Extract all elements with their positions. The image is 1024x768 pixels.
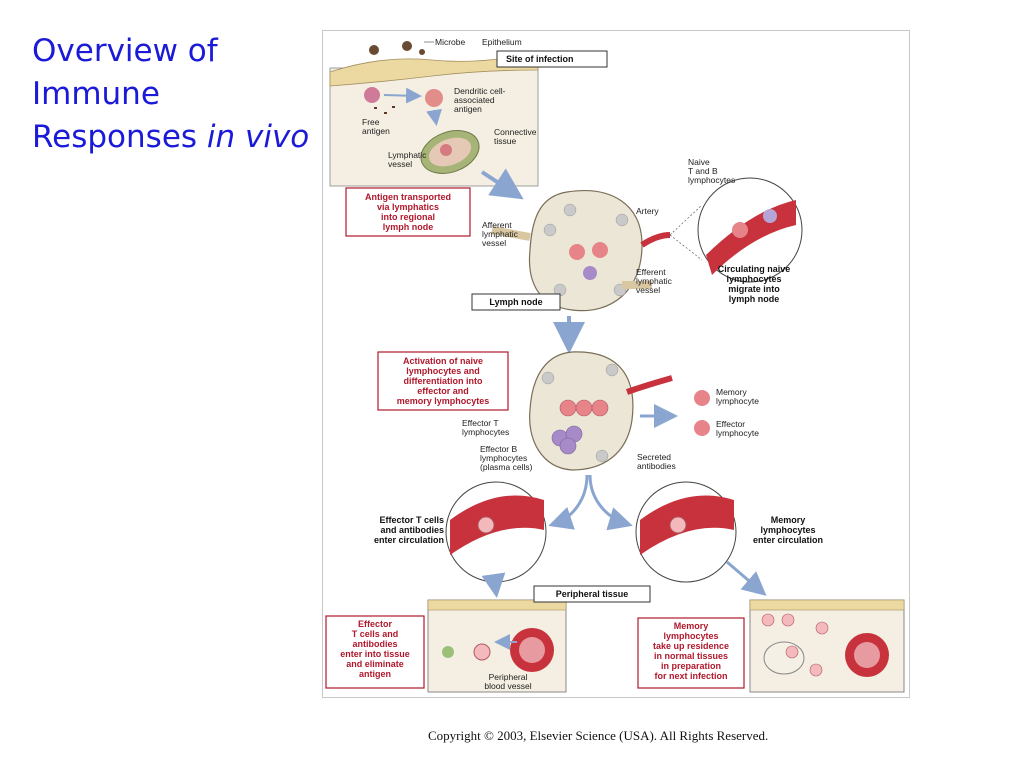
label-peripheral-tissue: Peripheral tissue bbox=[556, 589, 629, 599]
migrating-cell-icon bbox=[440, 144, 452, 156]
figure-svg: Microbe Epithelium Site of infection Fre… bbox=[322, 30, 910, 698]
title-line-3-italic: in vivo bbox=[206, 119, 310, 155]
memory-circulation-vessel bbox=[640, 495, 734, 555]
lymph-node-shape bbox=[528, 190, 643, 312]
node-follicles bbox=[543, 203, 629, 297]
circulating-effector-cell-icon bbox=[477, 516, 495, 534]
plasma-cell-cluster bbox=[551, 425, 583, 455]
slide-title: Overview of Immune Responses in vivo bbox=[32, 30, 322, 159]
peripheral-tissue-box bbox=[533, 585, 651, 603]
title-line-2: Immune bbox=[32, 76, 160, 112]
microbe-icons bbox=[369, 41, 425, 55]
title-line-3-prefix: Responses bbox=[32, 119, 207, 155]
inset-b-cell-icon bbox=[763, 209, 777, 223]
activated-artery bbox=[626, 375, 673, 395]
artery-stub bbox=[640, 232, 671, 248]
memory-tissue-epithelium bbox=[749, 599, 905, 611]
tissue-effector-cell-icon bbox=[473, 643, 491, 661]
epithelium-layer bbox=[329, 51, 539, 87]
effector-t-cluster bbox=[559, 399, 609, 417]
t-cell-icon-2 bbox=[592, 242, 608, 258]
dendritic-cell-icon bbox=[364, 87, 380, 103]
site-of-infection-panel: Microbe Epithelium Site of infection Fre… bbox=[329, 37, 608, 187]
arrow-memory-to-tissue bbox=[726, 560, 767, 596]
title-line-1: Overview of bbox=[32, 33, 218, 69]
circulating-memory-cell-icon bbox=[669, 516, 687, 534]
label-microbe: Microbe bbox=[435, 37, 466, 47]
label-artery: Artery bbox=[636, 206, 659, 216]
antigen-presenting-cell-icon bbox=[425, 89, 443, 107]
antigen-target-icon bbox=[442, 646, 454, 658]
memory-lymphatic-icon bbox=[763, 641, 805, 675]
arrow-to-lymph-node bbox=[480, 168, 524, 200]
label-epithelium: Epithelium bbox=[482, 37, 522, 47]
free-antigen-icons bbox=[374, 106, 395, 114]
memory-blood-vessel-lumen bbox=[854, 642, 880, 668]
activated-follicles bbox=[541, 363, 619, 463]
arrow-to-effector-circulation bbox=[548, 474, 589, 530]
arrow-to-memory-circulation bbox=[588, 474, 633, 531]
copyright-notice: Copyright © 2003, Elsevier Science (USA)… bbox=[428, 728, 769, 743]
effector-eliminate-box bbox=[325, 615, 425, 689]
site-of-infection-box bbox=[496, 50, 608, 68]
memory-lymphocyte-icon bbox=[694, 390, 710, 406]
immune-response-figure: Microbe Epithelium Site of infection Fre… bbox=[322, 30, 910, 698]
afferent-vessel bbox=[491, 226, 531, 241]
effector-lymphocyte-icon bbox=[694, 420, 710, 436]
memory-residence-box bbox=[637, 617, 745, 689]
effector-tissue-epithelium bbox=[427, 599, 567, 611]
arrow-effector-to-tissue bbox=[481, 572, 506, 598]
antigen-transported-box bbox=[345, 187, 471, 237]
activation-box bbox=[377, 351, 509, 411]
peripheral-blood-vessel-lumen bbox=[519, 637, 545, 663]
title-line-3: Responses in vivo bbox=[32, 116, 322, 159]
b-cell-icon bbox=[583, 266, 597, 280]
resident-memory-cells bbox=[761, 613, 829, 677]
effector-circulation-vessel bbox=[450, 495, 544, 555]
t-cell-icon bbox=[569, 244, 585, 260]
label-site-of-infection: Site of infection bbox=[506, 54, 574, 64]
inset-t-cell-icon bbox=[732, 222, 748, 238]
label-lymph-node: Lymph node bbox=[489, 297, 542, 307]
lymph-node-box bbox=[471, 293, 561, 311]
